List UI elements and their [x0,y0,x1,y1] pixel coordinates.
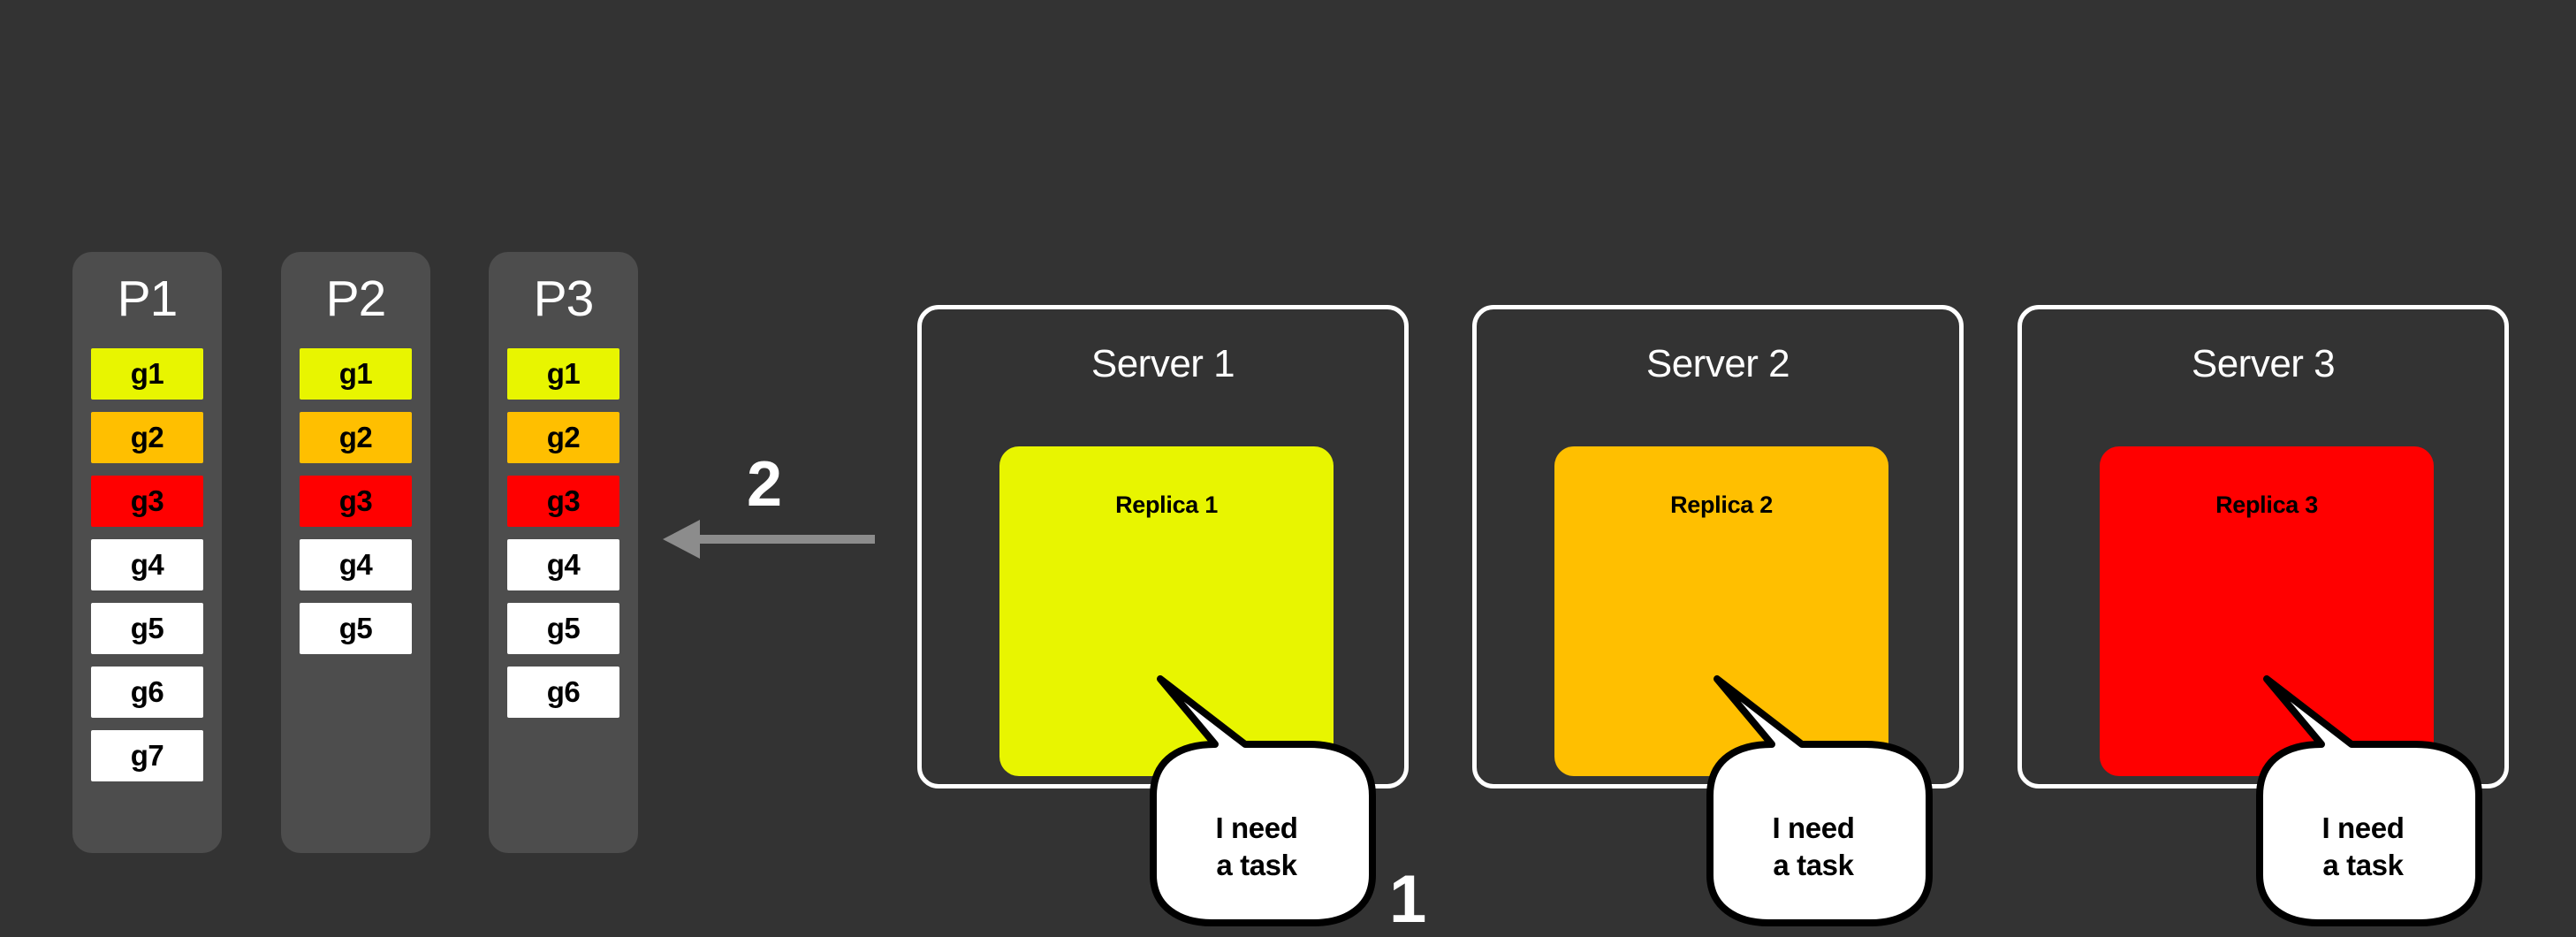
step-number-2: 2 [747,449,783,520]
group-label: g7 [130,739,164,772]
group-box: g5 [91,603,203,654]
speech-bubble-server-2: I need a task [1698,675,1963,935]
replica-label: Replica 2 [1670,491,1773,518]
group-label: g4 [130,548,164,581]
assignment-arrow-icon [663,520,875,559]
group-label: g2 [338,421,373,453]
server-title: Server 3 [2191,342,2336,385]
speech-bubble-shape [1706,675,1933,926]
group-box: g3 [91,476,203,527]
group-box: g2 [91,412,203,463]
partition-title: P2 [325,270,387,327]
speech-bubble-server-1: I need a task [1141,675,1406,935]
speech-bubble-shape [2256,675,2482,926]
server-box-1: Server 1 Replica 1 [917,305,1409,788]
partition-column-p2: P2 g1 g2 g3 g4 g5 [281,252,430,853]
group-label: g6 [546,675,581,708]
group-box: g4 [507,539,619,590]
group-box: g5 [300,603,412,654]
group-box: g6 [507,667,619,718]
partition-title: P3 [533,270,595,327]
server-box-3: Server 3 Replica 3 [2017,305,2509,788]
group-label: g5 [130,612,164,644]
group-label: g6 [130,675,164,708]
group-label: g1 [546,357,581,390]
group-stack: g1 g2 g3 g4 g5 [300,348,412,667]
speech-bubble-server-3: I need a task [2247,675,2512,935]
replica-box-2: Replica 2 [1554,446,1888,776]
group-label: g3 [546,484,581,517]
group-label: g4 [338,548,373,581]
group-box: g1 [91,348,203,400]
replica-label: Replica 1 [1115,491,1218,518]
group-label: g1 [338,357,373,390]
group-label: g4 [546,548,581,581]
group-stack: g1 g2 g3 g4 g5 g6 [507,348,619,730]
group-label: g5 [546,612,581,644]
partition-title: P1 [117,270,179,327]
group-label: g2 [130,421,164,453]
group-box: g1 [300,348,412,400]
server-box-2: Server 2 Replica 2 [1472,305,1964,788]
group-box: g5 [507,603,619,654]
server-title: Server 2 [1645,342,1790,385]
group-label: g2 [546,421,581,453]
partition-column-p1: P1 g1 g2 g3 g4 g5 g6 g7 [72,252,222,853]
group-box: g6 [91,667,203,718]
partition-column-p3: P3 g1 g2 g3 g4 g5 g6 [489,252,638,853]
group-label: g3 [338,484,373,517]
group-box: g4 [91,539,203,590]
group-box: g2 [300,412,412,463]
replica-box-1: Replica 1 [999,446,1334,776]
group-label: g1 [130,357,164,390]
group-label: g5 [338,612,373,644]
group-box: g2 [507,412,619,463]
group-box: g1 [507,348,619,400]
group-label: g3 [130,484,164,517]
group-box: g3 [300,476,412,527]
group-box: g3 [507,476,619,527]
speech-bubble-shape [1150,675,1376,926]
server-title: Server 1 [1090,342,1235,385]
replica-box-3: Replica 3 [2100,446,2434,776]
group-stack: g1 g2 g3 g4 g5 g6 g7 [91,348,203,794]
group-box: g7 [91,730,203,781]
step-number-1: 1 [1389,862,1427,937]
replica-label: Replica 3 [2215,491,2318,518]
group-box: g4 [300,539,412,590]
